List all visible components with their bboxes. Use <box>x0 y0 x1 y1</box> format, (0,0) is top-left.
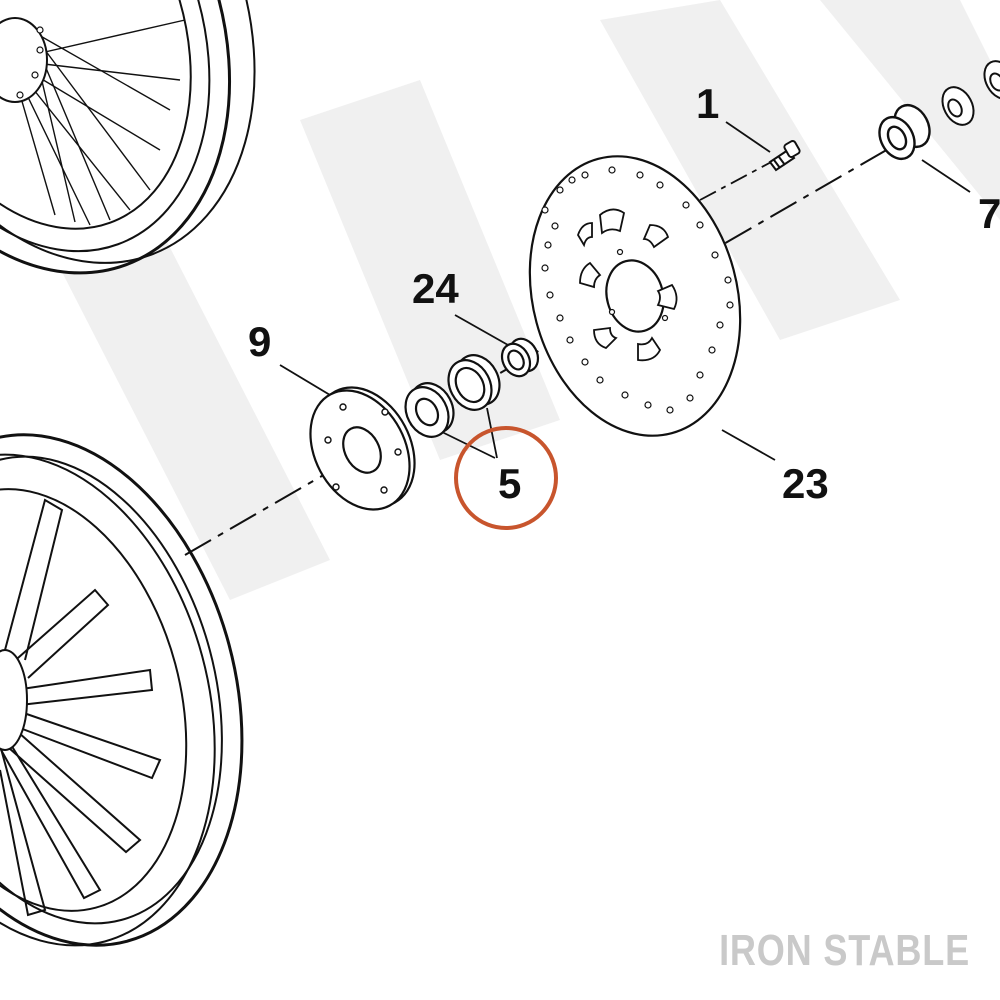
part-7-sleeve <box>878 103 931 161</box>
callout-23: 23 <box>782 460 829 507</box>
spoke-wheel <box>0 0 256 275</box>
callout-24: 24 <box>412 265 459 312</box>
part-9-flange <box>309 386 416 511</box>
leader-lines <box>279 121 971 461</box>
callout-5: 5 <box>498 460 521 507</box>
bolt-centerline <box>699 159 776 201</box>
part-23-brake-rotor <box>528 155 742 437</box>
highlight-circle <box>454 426 558 530</box>
callout-1: 1 <box>696 80 719 127</box>
callout-9: 9 <box>248 318 271 365</box>
part-1-bolt <box>768 140 801 172</box>
part-5-bearings <box>404 354 501 438</box>
washer <box>941 60 1000 126</box>
part-24-spacer <box>500 337 540 378</box>
cast-wheel <box>0 433 244 947</box>
callout-7: 7 <box>978 190 1000 237</box>
watermark-text: IRON STABLE <box>719 926 970 975</box>
